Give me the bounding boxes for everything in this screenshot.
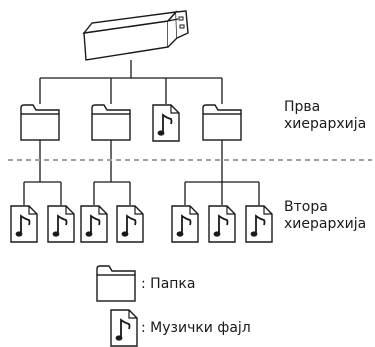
legend-music-label: : Музички фајл <box>141 320 251 336</box>
folder-icon <box>20 104 60 141</box>
level-two-label-line2: хиерархија <box>284 216 367 232</box>
folder-icon <box>202 104 242 141</box>
music-file-icon <box>171 205 199 243</box>
level-one-label: Прва хиерархија <box>284 99 366 133</box>
legend-music-file-icon <box>110 309 138 347</box>
level-two-label-line1: Втора <box>284 199 328 215</box>
music-file-icon <box>116 205 144 243</box>
music-file-icon <box>47 205 75 243</box>
tree-connectors <box>23 60 260 205</box>
legend-folder-label: : Папка <box>141 276 196 292</box>
legend-folder-icon <box>96 265 136 302</box>
folder-icon <box>91 104 131 141</box>
level-one-label-line2: хиерархија <box>284 116 367 132</box>
music-file-icon <box>245 205 273 243</box>
music-file-icon <box>152 104 180 142</box>
music-file-icon <box>80 205 108 243</box>
music-file-icon <box>10 205 38 243</box>
music-file-icon <box>208 205 236 243</box>
level-two-label: Втора хиерархија <box>284 199 366 233</box>
level-one-label-line1: Прва <box>284 99 321 115</box>
usb-drive-icon <box>82 10 189 61</box>
